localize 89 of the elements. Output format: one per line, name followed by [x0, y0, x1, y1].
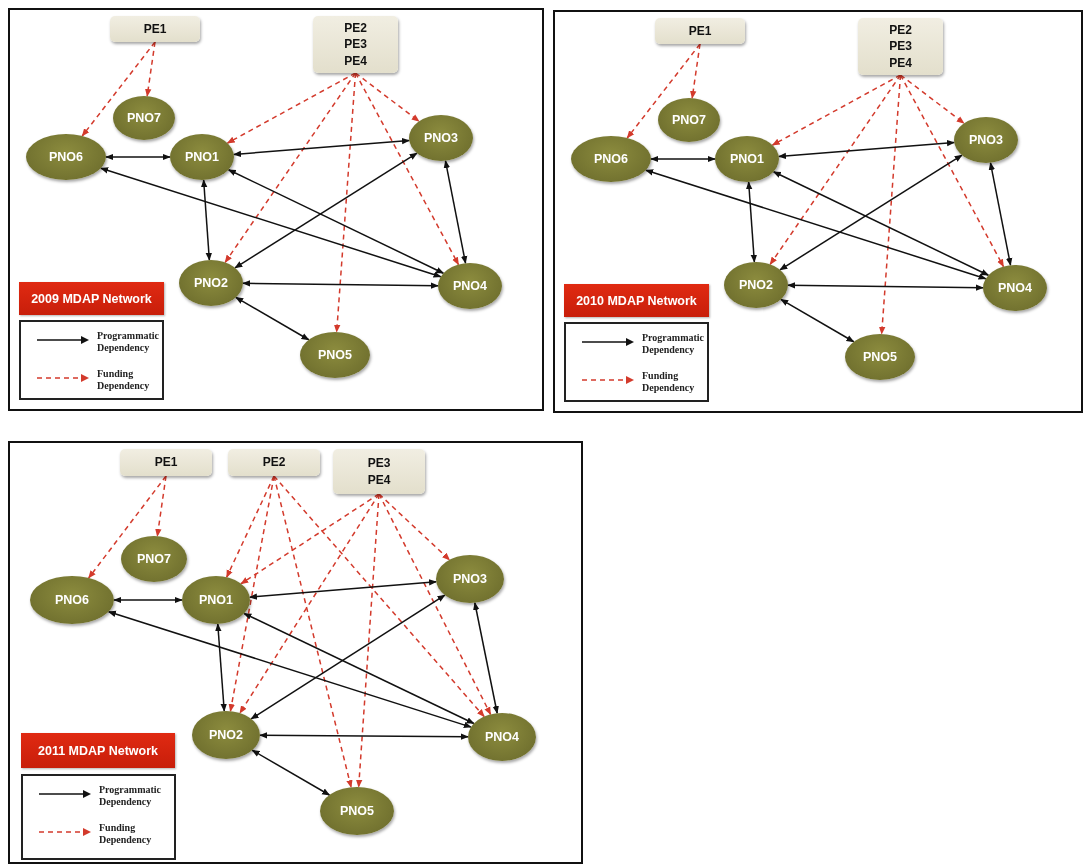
rounded-box: PE1 — [655, 18, 745, 44]
rounded-box: PE1 — [120, 449, 212, 476]
double-headed-arrow — [780, 298, 855, 343]
rounded-box: PE2 — [228, 449, 320, 476]
dashed-arrow — [145, 41, 156, 97]
double-headed-arrow — [107, 610, 472, 728]
double-headed-arrow — [234, 152, 418, 269]
double-headed-arrow — [113, 596, 183, 604]
rounded-box: PE2 PE3 PE4 — [858, 18, 943, 75]
double-headed-arrow — [650, 155, 716, 163]
ellipse-node: PNO5 — [300, 332, 370, 378]
double-headed-arrow — [105, 153, 171, 161]
dashed-arrow — [690, 43, 701, 99]
dashed-arrow — [155, 475, 167, 537]
double-headed-arrow — [227, 169, 445, 274]
ellipse-node: PNO2 — [724, 262, 788, 308]
dashed-arrow — [225, 475, 275, 578]
double-headed-arrow — [787, 282, 984, 291]
double-headed-arrow — [745, 181, 758, 263]
ellipse-node: PNO1 — [182, 576, 250, 624]
ellipse-node: PNO6 — [571, 136, 651, 182]
ellipse-node: PNO2 — [179, 260, 243, 306]
double-headed-arrow — [100, 167, 442, 278]
dashed-arrow — [228, 475, 275, 712]
ellipse-node: PNO2 — [192, 711, 260, 759]
dashed-arrow — [355, 493, 380, 788]
legend-text: Funding Dependency — [97, 368, 151, 392]
ellipse-node: PNO5 — [845, 334, 915, 380]
rounded-box: PE2 PE3 PE4 — [313, 16, 398, 73]
ellipse-node: PNO6 — [30, 576, 114, 624]
title-banner: 2010 MDAP Network — [564, 284, 709, 317]
double-headed-arrow — [772, 171, 990, 276]
double-headed-arrow — [645, 169, 987, 280]
double-headed-arrow — [779, 154, 963, 271]
ellipse-node: PNO4 — [468, 713, 536, 761]
ellipse-node: PNO4 — [438, 263, 502, 309]
ellipse-node: PNO4 — [983, 265, 1047, 311]
double-headed-arrow — [235, 296, 310, 341]
dashed-arrow — [899, 74, 1005, 268]
double-headed-arrow — [215, 623, 227, 712]
title-banner: 2009 MDAP Network — [19, 282, 164, 315]
dashed-arrow — [771, 74, 902, 146]
rounded-box: PE3 PE4 — [333, 449, 425, 494]
legend-text: Funding Dependency — [99, 822, 153, 846]
ellipse-node: PNO6 — [26, 134, 106, 180]
dashed-arrow — [769, 74, 902, 266]
double-headed-arrow — [243, 612, 475, 725]
dashed-arrow — [273, 475, 353, 789]
legend-text: Programmatic Dependency — [99, 784, 162, 808]
double-headed-arrow — [200, 179, 213, 261]
dashed-arrow — [224, 72, 357, 264]
double-headed-arrow — [259, 732, 469, 740]
dashed-arrow — [354, 72, 460, 266]
ellipse-node: PNO7 — [121, 536, 187, 582]
dashed-arrow — [626, 43, 701, 139]
ellipse-node: PNO1 — [170, 134, 234, 180]
ellipse-node: PNO7 — [113, 96, 175, 140]
legend-text: Funding Dependency — [642, 370, 696, 394]
dashed-arrow — [334, 72, 357, 333]
legend-text: Programmatic Dependency — [642, 332, 705, 356]
double-headed-arrow — [248, 579, 438, 600]
double-headed-arrow — [778, 139, 955, 160]
dashed-arrow — [81, 41, 156, 137]
dashed-arrow — [378, 493, 492, 716]
dashed-arrow — [239, 493, 380, 714]
double-headed-arrow — [250, 594, 446, 720]
double-headed-arrow — [443, 160, 468, 264]
dashed-arrow — [87, 475, 167, 579]
dashed-arrow — [354, 72, 420, 123]
ellipse-node: PNO7 — [658, 98, 720, 142]
dashed-arrow — [273, 475, 485, 718]
ellipse-node: PNO1 — [715, 136, 779, 182]
ellipse-node: PNO3 — [954, 117, 1018, 163]
double-headed-arrow — [242, 280, 439, 289]
dashed-arrow — [226, 72, 357, 144]
double-headed-arrow — [988, 162, 1013, 266]
dashed-arrow — [899, 74, 965, 125]
ellipse-node: PNO3 — [409, 115, 473, 161]
title-banner: 2011 MDAP Network — [21, 733, 175, 768]
double-headed-arrow — [251, 749, 331, 796]
dashed-arrow — [879, 74, 902, 335]
double-headed-arrow — [473, 601, 499, 715]
double-headed-arrow — [233, 137, 410, 158]
ellipse-node: PNO3 — [436, 555, 504, 603]
ellipse-node: PNO5 — [320, 787, 394, 835]
dashed-arrow — [240, 493, 380, 585]
dashed-arrow — [378, 493, 451, 561]
legend-text: Programmatic Dependency — [97, 330, 160, 354]
rounded-box: PE1 — [110, 16, 200, 42]
